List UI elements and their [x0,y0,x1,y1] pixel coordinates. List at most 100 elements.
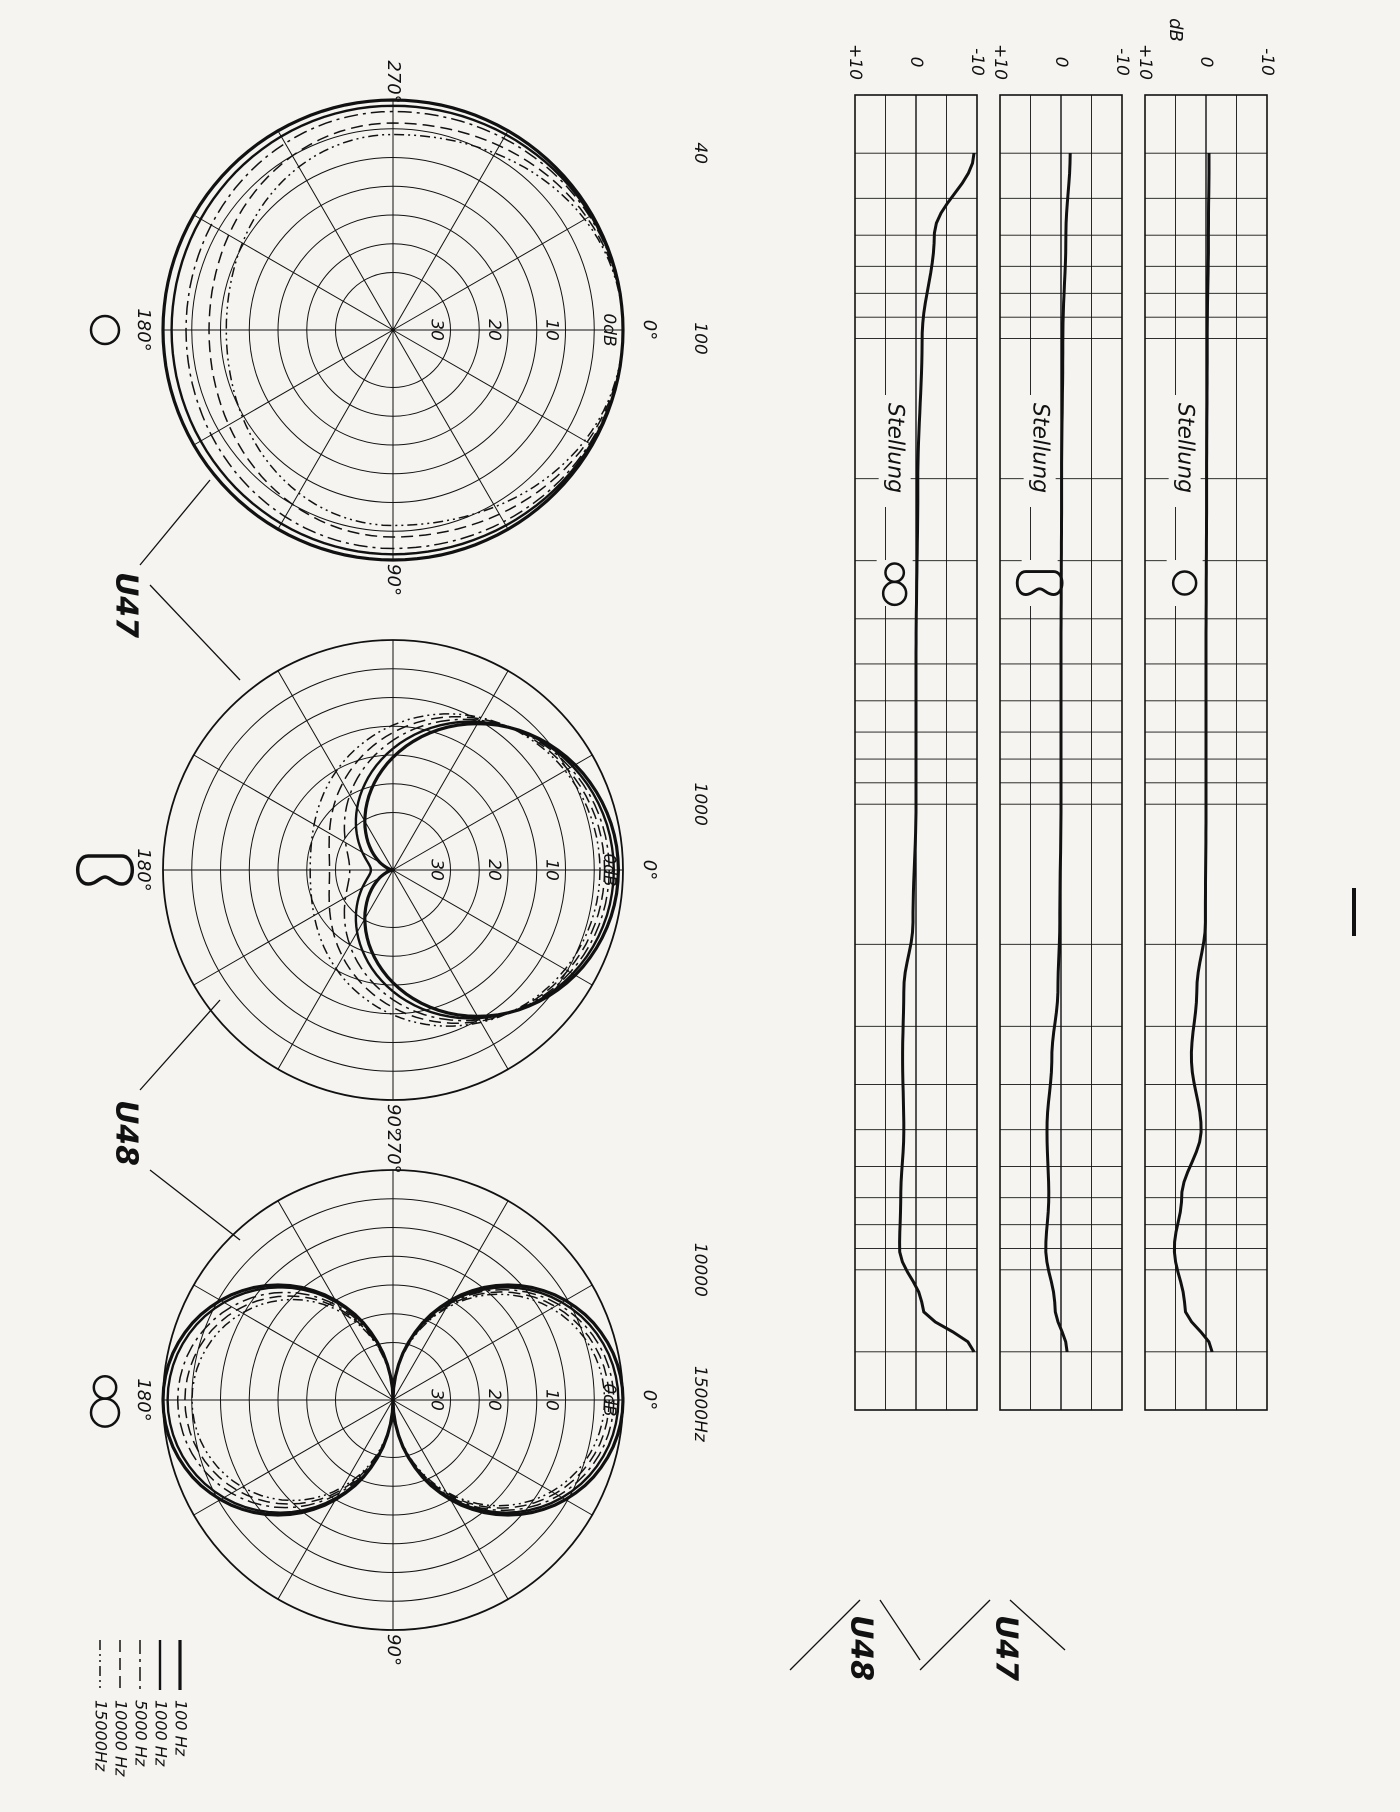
stellung-label: Stellung [1028,403,1053,493]
response-curve-omni [1172,153,1214,1353]
db-tick-label: +10 [845,44,865,80]
db-tick-label: 0 [1196,57,1216,68]
angle-label-0: 0° [639,320,660,340]
polar-spoke [193,214,394,331]
angle-label-180: 180° [133,848,154,891]
pattern-symbol-cardioid-outline [1015,570,1064,596]
legend-label: 10000 Hz [112,1700,131,1777]
polar-curve-100hz [161,98,625,562]
polar-spoke [392,130,509,331]
polar-symbol-omni [89,314,121,346]
callout-leader [149,1169,241,1241]
angle-label-180: 180° [133,1378,154,1421]
db-tick-label: -10 [1112,48,1132,76]
callout-leader [1009,1599,1066,1651]
callout-u47-freq: U47 [989,1615,1024,1681]
radius-label: 30 [427,859,447,881]
polar-spoke [193,1399,394,1516]
freq-tick-label: 10000 [690,1243,710,1297]
polar-curve-5000hz [343,718,610,1022]
polar-curve-100hz [161,1283,625,1517]
callout-u48-polar: U48 [109,1100,144,1166]
polar-spoke [193,754,394,871]
angle-label-0: 0° [639,860,660,880]
pattern-symbol-cardioid [1015,570,1064,596]
polar-curve-100hz [363,721,620,1019]
polar-spoke [193,1284,394,1401]
legend-label: 100 Hz [172,1700,191,1757]
polar-spoke [392,329,593,446]
angle-label-90: 90° [383,564,404,596]
polar-panel-cardioid: 90° 0° 180° 0dB 10 20 30 [75,639,660,1136]
callout-u47-polar: U47 [109,572,144,638]
polar-symbol-figure-8-lower [89,1397,121,1428]
pattern-symbol-bg [1021,560,1058,606]
callout-leader [789,1599,861,1671]
registration-mark [1352,888,1356,936]
freq-tick-label: 1000 [690,783,710,826]
callout-leader [149,584,241,681]
callout-leader [139,479,211,566]
polar-spoke [392,754,593,871]
angle-label-180: 180° [133,308,154,351]
polar-spoke [193,329,394,446]
radius-label: 10 [542,319,562,341]
polar-spoke [193,869,394,986]
radius-label: 30 [427,319,447,341]
polar-spoke [392,670,509,871]
angle-label-90: 90° [383,1104,404,1136]
polar-curve-5000hz [185,110,624,550]
polar-curve-15000hz [309,713,601,1027]
db-tick-label: 0 [1051,57,1071,68]
callout-leader [879,1599,921,1661]
radius-label: 20 [484,319,504,341]
stellung-label-bg [878,395,911,507]
radius-label: 10 [542,1389,562,1411]
polar-spoke [277,329,394,530]
callout-leader [919,1599,991,1671]
db-tick-label: -10 [967,48,987,76]
polar-symbol-cardioid [75,854,135,886]
freq-tick-label: 100 [690,322,710,354]
db-tick-label: +10 [1135,44,1155,80]
polar-spoke [277,670,394,871]
freq-tick-label: 40 [690,142,710,164]
radius-label: 0dB [599,853,619,886]
polar-spoke [392,869,509,1070]
polar-curve-5000hz [176,1288,615,1512]
polar-curve-10000hz [208,122,624,538]
radius-label: 20 [484,1389,504,1411]
polar-curve-10000hz [184,1291,610,1509]
db-tick-label: 0 [906,57,926,68]
polar-pattern-charts: 270°90°0°180°0dB10203090°0°180°0dB102030… [75,60,660,1666]
polar-curve-1000hz [354,720,615,1020]
db-tick-label: -10 [1257,48,1277,76]
stellung-label: Stellung [883,403,908,493]
polar-curve-1000hz [166,1286,620,1514]
polar-spoke [392,214,593,331]
polar-spoke [277,130,394,331]
angle-label-0: 0° [639,1390,660,1410]
pattern-symbol-omni [1171,570,1198,596]
stellung-label-bg [1168,395,1201,507]
polar-spoke [392,329,509,530]
legend-label: 5000 Hz [132,1700,151,1767]
radius-label: 0dB [599,313,619,346]
response-curve-cardioid [1044,153,1072,1353]
stellung-label-bg [1023,395,1056,507]
polar-curve-1000hz [170,104,625,556]
stellung-label: Stellung [1173,403,1198,493]
legend-label: 15000Hz [92,1700,111,1772]
radius-label: 20 [484,859,504,881]
polar-spoke [277,869,394,1070]
radius-label: 10 [542,859,562,881]
